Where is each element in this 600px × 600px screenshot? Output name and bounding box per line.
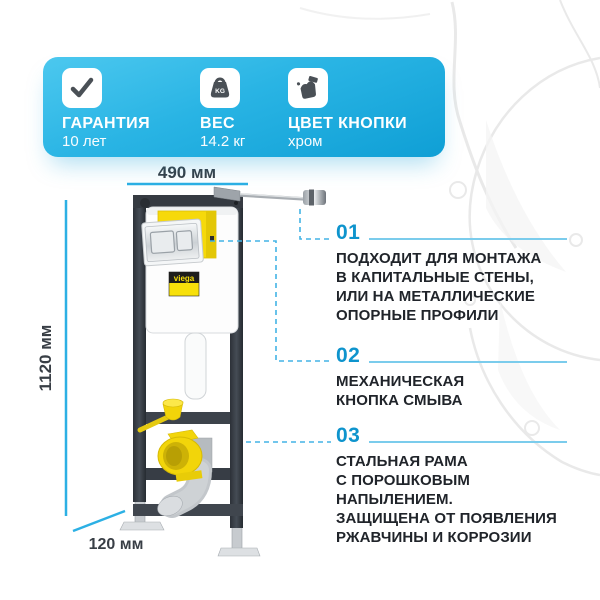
feature-banner: ГАРАНТИЯ 10 лет KG ВЕС 14.2 кг bbox=[43, 57, 445, 157]
flush-button-small bbox=[175, 230, 194, 252]
feature-title: ЦВЕТ КНОПКИ bbox=[288, 115, 408, 132]
svg-text:KG: KG bbox=[215, 88, 225, 95]
callout-rule bbox=[369, 441, 567, 443]
feature-title: ВЕС bbox=[200, 115, 235, 132]
callout-number: 01 bbox=[336, 221, 361, 244]
dimension-depth-label: 120 мм bbox=[89, 536, 144, 553]
cistern-tank: viega bbox=[141, 206, 239, 334]
viega-logo-text: viega bbox=[174, 274, 195, 283]
drain-elbow bbox=[157, 429, 213, 518]
callout-number: 03 bbox=[336, 424, 361, 447]
dimension-depth: 120 мм bbox=[72, 509, 144, 553]
check-icon bbox=[62, 68, 102, 108]
callout-text: МЕХАНИЧЕСКАЯ КНОПКА СМЫВА bbox=[336, 373, 465, 409]
viega-logo: viega bbox=[168, 271, 200, 297]
top-bar bbox=[133, 195, 243, 208]
callout-01: 01 ПОДХОДИТ ДЛЯ МОНТАЖА В КАПИТАЛЬНЫЕ СТ… bbox=[336, 220, 567, 325]
top-fitting-knob bbox=[140, 198, 150, 208]
left-foot-plate bbox=[119, 521, 165, 531]
paint-icon bbox=[288, 68, 328, 108]
callout-text: СТАЛЬНАЯ РАМА С ПОРОШКОВЫМ НАПЫЛЕНИЕМ. З… bbox=[336, 453, 557, 546]
leader-01 bbox=[299, 209, 331, 240]
callout-02: 02 МЕХАНИЧЕСКАЯ КНОПКА СМЫВА bbox=[336, 343, 567, 410]
dimension-height-label: 1120 мм bbox=[36, 325, 55, 392]
dimension-height: 1120 мм bbox=[36, 200, 68, 516]
steel-frame bbox=[119, 195, 261, 557]
weight-icon: KG bbox=[200, 68, 240, 108]
water-splash-decoration bbox=[299, 0, 600, 477]
feature-value: хром bbox=[288, 133, 323, 150]
dimension-width: 490 мм bbox=[127, 163, 248, 186]
callout-number: 02 bbox=[336, 344, 361, 367]
flush-pipe bbox=[184, 332, 207, 400]
feature-value: 10 лет bbox=[62, 133, 107, 150]
right-foot-plate bbox=[217, 547, 261, 557]
banner-feature-weight: KG ВЕС 14.2 кг bbox=[200, 68, 245, 150]
callout-03: 03 СТАЛЬНАЯ РАМА С ПОРОШКОВЫМ НАПЫЛЕНИЕМ… bbox=[336, 423, 567, 547]
banner-feature-warranty: ГАРАНТИЯ 10 лет bbox=[62, 68, 150, 150]
wall-anchor-rod bbox=[213, 186, 326, 206]
right-leg bbox=[231, 526, 243, 550]
dimension-width-label: 490 мм bbox=[158, 163, 216, 182]
banner-feature-button-color: ЦВЕТ КНОПКИ хром bbox=[288, 68, 407, 150]
inlet-fitting bbox=[137, 398, 184, 433]
feature-value: 14.2 кг bbox=[200, 133, 246, 150]
bolt bbox=[234, 201, 238, 205]
anchor-head bbox=[303, 190, 326, 205]
feature-title: ГАРАНТИЯ bbox=[62, 115, 150, 132]
callout-text: ПОДХОДИТ ДЛЯ МОНТАЖА В КАПИТАЛЬНЫЕ СТЕНЫ… bbox=[336, 250, 542, 324]
callout-leader-lines bbox=[210, 209, 331, 443]
left-rail bbox=[133, 195, 146, 502]
callout-rule bbox=[369, 361, 567, 363]
flush-button-large bbox=[149, 230, 176, 254]
leader-02 bbox=[210, 240, 331, 362]
flush-plate-chrome bbox=[141, 218, 204, 267]
callout-rule bbox=[369, 238, 567, 240]
